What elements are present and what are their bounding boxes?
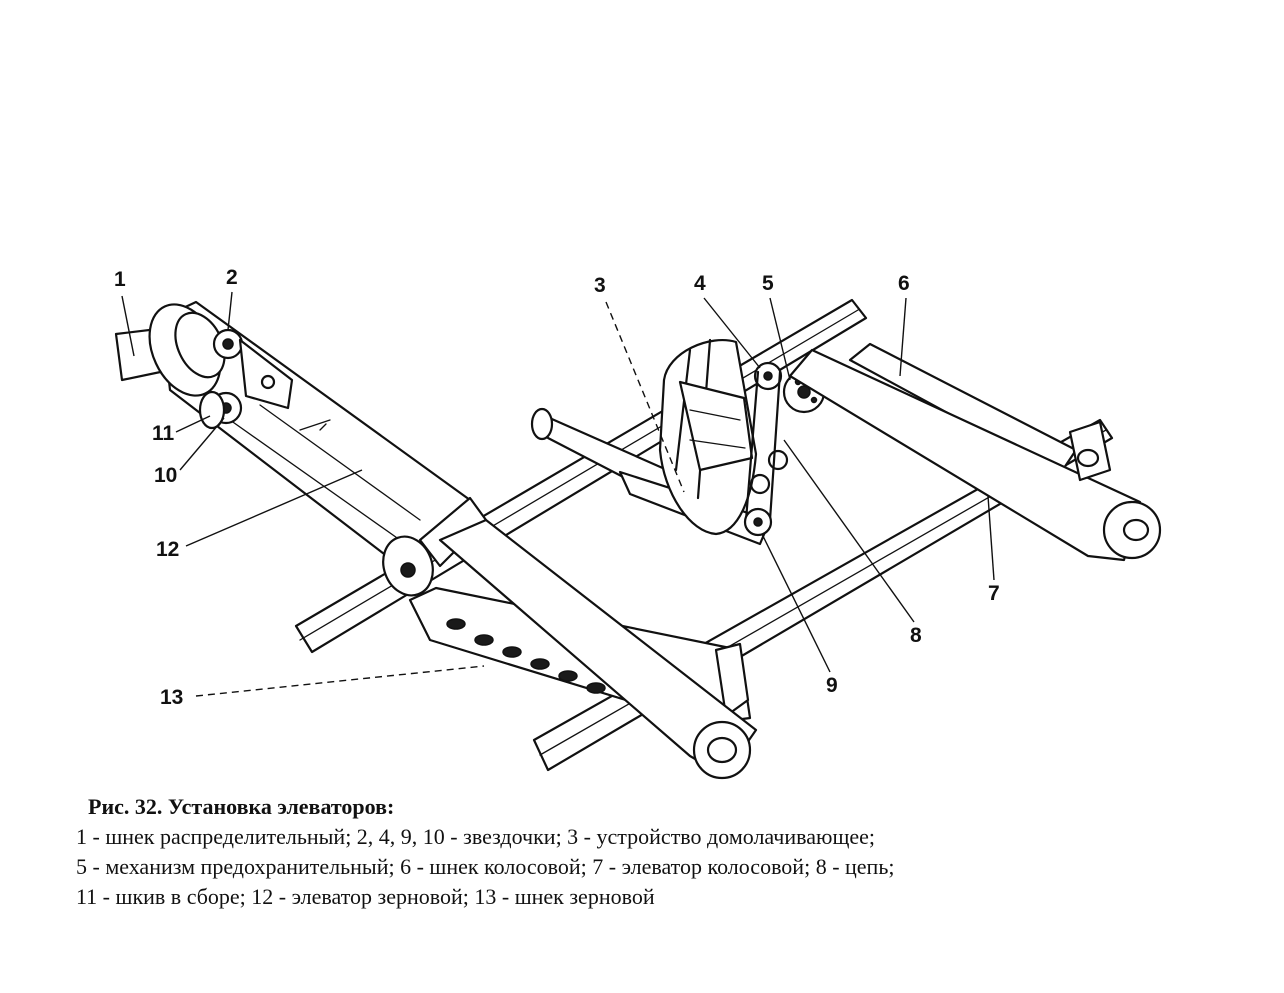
callout-6: 6 [898,272,910,295]
callout-9: 9 [826,674,838,697]
leader-lines [121,291,995,697]
grain-elevator-drive-pulley [382,496,488,597]
callout-7: 7 [988,582,1000,605]
callout-10: 10 [154,464,177,487]
callout-11: 11 [152,422,175,445]
callout-4: 4 [694,272,706,295]
grain-auger-flights [446,618,606,694]
callout-3: 3 [594,274,606,297]
figure-caption: Рис. 32. Установка элеваторов: 1 - шнек … [76,792,1256,912]
callout-labels: 1 2 3 4 5 6 7 8 9 10 11 12 13 [114,266,1000,709]
pulley-11 [198,390,226,430]
sprocket-4 [753,361,783,391]
grain-elevator-casing [148,300,472,562]
grain-elevator-lower-casing [438,518,758,780]
callout-13: 13 [160,686,183,709]
rethreshing-device [658,338,758,536]
caption-title: Рис. 32. Установка элеваторов: [88,794,395,819]
ear-elevator [788,348,1162,562]
chain-8 [744,370,789,522]
callout-5: 5 [762,272,774,295]
caption-line-3: 11 - шкив в сборе; 12 - элеватор зерново… [76,884,655,909]
caption-line-2: 5 - механизм предохранительный; 6 - шнек… [76,854,895,879]
sprocket-2 [212,328,244,360]
safety-plate-left [238,338,294,410]
callout-8: 8 [910,624,922,647]
callout-12: 12 [156,538,179,561]
caption-line-1: 1 - шнек распределительный; 2, 4, 9, 10 … [76,824,876,849]
callout-1: 1 [114,268,126,291]
frame-bracket-right [1068,420,1112,482]
callout-2: 2 [226,266,238,289]
sprocket-9 [743,507,773,537]
